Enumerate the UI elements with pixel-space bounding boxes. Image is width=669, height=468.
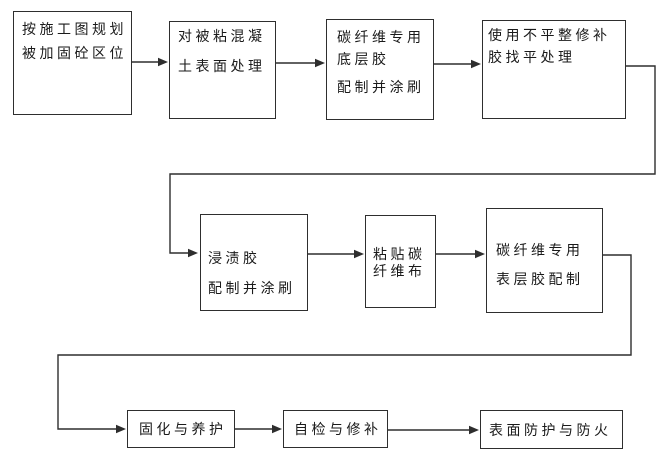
step-text-line: 纤维布 [373, 264, 426, 280]
arrow-step6-to-step7 [436, 249, 485, 259]
step-curing-maintenance-box: 固化与养护 [127, 410, 235, 448]
step-impregnating-adhesive-box: 浸渍胶 配制并涂刷 [200, 214, 308, 311]
step-text-line: 胶找平处理 [488, 50, 576, 66]
arrow-step2-to-step3 [276, 58, 325, 68]
step-self-check-repair-box: 自检与修补 [283, 410, 388, 448]
step-top-coat-adhesive-box: 碳纤维专用 表层胶配制 [486, 208, 603, 313]
arrow-step1-to-step2 [132, 57, 168, 67]
step-text-line: 表面防护与防火 [489, 422, 612, 439]
arrow-step5-to-step6 [308, 249, 364, 259]
step-text-line: 表层胶配制 [496, 272, 584, 288]
step-text-line: 按施工图规划 [22, 22, 127, 38]
step-text-line: 自检与修补 [294, 422, 382, 438]
arrow-step4-to-step5 [169, 65, 656, 258]
step-text-line: 固化与养护 [139, 422, 227, 438]
step-paste-carbon-fiber-box: 粘贴碳 纤维布 [365, 215, 436, 308]
arrow-step9-to-step10 [388, 425, 479, 435]
step-primer-adhesive-box: 碳纤维专用 底层胶 配制并涂刷 [326, 19, 434, 120]
step-text-line: 配制并涂刷 [337, 80, 425, 96]
step-text-line: 浸渍胶 [208, 251, 261, 267]
step-plan-reinforcement-area-box: 按施工图规划 被加固砼区位 [13, 11, 132, 115]
step-text-line: 碳纤维专用 [496, 243, 584, 259]
step-text-line: 土表面处理 [178, 59, 266, 75]
arrow-step3-to-step4 [434, 59, 481, 69]
step-text-line: 对被粘混凝 [178, 29, 266, 45]
arrow-step8-to-step9 [235, 424, 282, 434]
step-text-line: 配制并涂刷 [208, 281, 296, 297]
step-surface-protection-box: 表面防护与防火 [480, 410, 623, 449]
step-text-line: 碳纤维专用 [337, 30, 425, 46]
step-concrete-surface-treatment-box: 对被粘混凝 土表面处理 [169, 21, 276, 119]
step-text-line: 被加固砼区位 [22, 46, 127, 62]
step-text-line: 粘贴碳 [373, 247, 426, 263]
step-leveling-repair-box: 使用不平整修补 胶找平处理 [482, 20, 626, 119]
arrow-step7-to-step8 [57, 254, 632, 434]
step-text-line: 底层胶 [337, 52, 390, 68]
step-text-line: 使用不平整修补 [488, 28, 611, 44]
